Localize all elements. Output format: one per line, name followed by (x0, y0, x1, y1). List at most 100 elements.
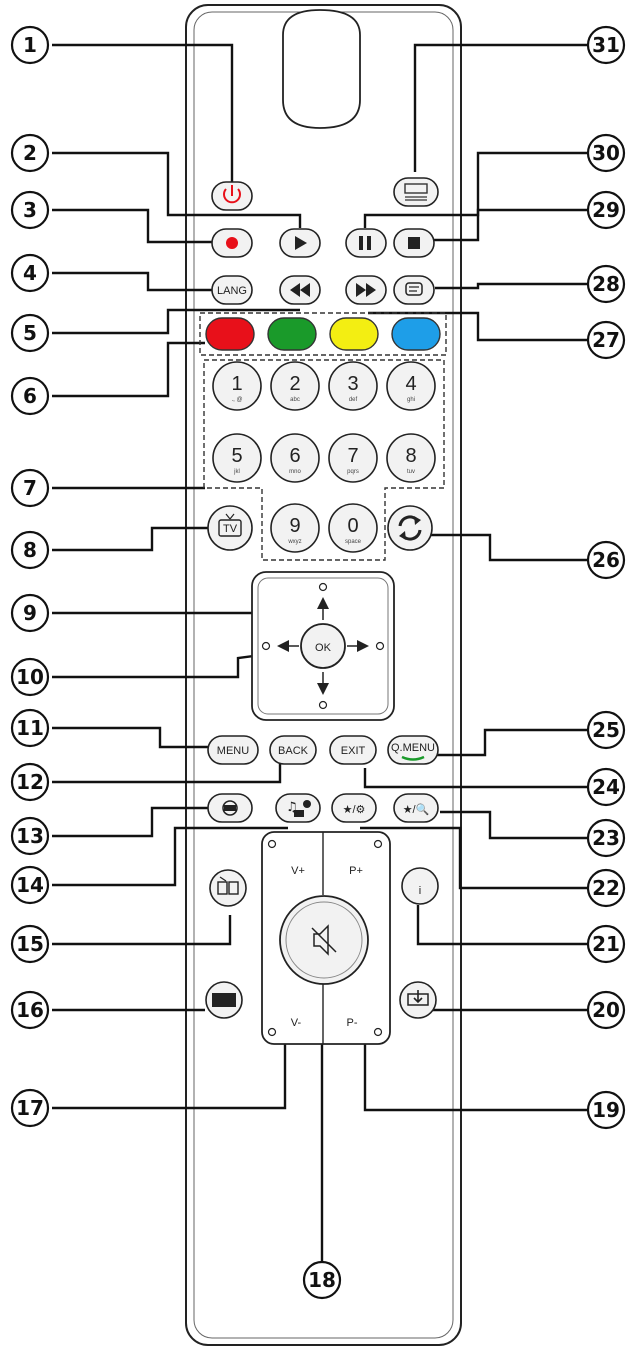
mute-button[interactable] (279, 895, 369, 985)
left-arrow-button[interactable] (261, 640, 300, 652)
callout-20: 20 (586, 990, 626, 1030)
tv-button[interactable]: TV (207, 505, 253, 551)
screen-mode-icon (212, 993, 236, 1007)
number-key-digit: 0 (347, 515, 358, 537)
number-key-digit: 5 (231, 445, 242, 467)
leader-lines (52, 43, 588, 1265)
callout-8: 8 (10, 530, 50, 570)
favorite-search-button[interactable]: ★/🔍 (393, 793, 439, 823)
number-key-digit: 6 (289, 445, 300, 467)
source-button[interactable] (399, 981, 437, 1019)
text-teletext-button[interactable] (209, 869, 247, 907)
pause-button[interactable] (345, 228, 387, 258)
number-key-letters: jkl (233, 469, 240, 475)
favorite-search-label: ★/🔍 (403, 802, 430, 816)
program-up-button[interactable]: P+ (349, 865, 363, 877)
epg-button[interactable] (207, 793, 253, 823)
fast-forward-button[interactable] (345, 275, 387, 305)
up-arrow-button[interactable] (317, 582, 329, 621)
tv-label: TV (223, 523, 238, 535)
back-button[interactable]: BACK (269, 735, 317, 765)
number-key-letters: abc (290, 397, 300, 403)
down-arrow-icon (317, 683, 329, 695)
callout-26: 26 (586, 540, 626, 580)
lang-button[interactable]: LANG (211, 275, 253, 305)
callout-12: 12 (10, 762, 50, 802)
ok-button[interactable]: OK (300, 623, 346, 669)
callout-4: 4 (10, 253, 50, 293)
svg-text:15: 15 (16, 932, 44, 956)
svg-text:12: 12 (16, 770, 44, 794)
callout-14: 14 (10, 865, 50, 905)
swap-button[interactable] (387, 505, 433, 551)
svg-text:17: 17 (16, 1096, 44, 1120)
callout-18: 18 (302, 1260, 342, 1300)
fast-forward-icon (356, 283, 376, 297)
qmenu-label: Q.MENU (391, 742, 435, 754)
right-arrow-icon (357, 640, 369, 652)
callout-10: 10 (10, 657, 50, 697)
svg-text:25: 25 (592, 718, 620, 742)
svg-text:31: 31 (592, 33, 620, 57)
callout-11: 11 (10, 708, 50, 748)
favorite-settings-button[interactable]: ★/⚙ (331, 793, 377, 823)
pause-icon (359, 236, 371, 250)
callout-5: 5 (10, 313, 50, 353)
rewind-button[interactable] (279, 275, 321, 305)
number-key-2[interactable]: 2 abc (270, 361, 320, 411)
media-browser-button[interactable] (393, 177, 439, 207)
number-key-digit: 9 (289, 515, 300, 537)
exit-button[interactable]: EXIT (329, 735, 377, 765)
number-key-letters: pqrs (347, 469, 359, 475)
info-button[interactable]: i (401, 867, 439, 905)
media-photo-button[interactable]: ♫ (275, 793, 321, 823)
volume-up-button[interactable]: V+ (291, 865, 305, 877)
yellow-key[interactable] (329, 317, 379, 351)
callout-15: 15 (10, 924, 50, 964)
callout-13: 13 (10, 816, 50, 856)
svg-text:23: 23 (592, 826, 620, 850)
callout-17: 17 (10, 1088, 50, 1128)
power-button[interactable] (211, 181, 253, 211)
green-key[interactable] (267, 317, 317, 351)
info-label: i (419, 885, 421, 897)
epg-icon (222, 800, 238, 816)
number-key-0[interactable]: 0 space (328, 503, 378, 553)
number-key-1[interactable]: 1., @ (212, 361, 262, 411)
menu-button[interactable]: MENU (207, 735, 259, 765)
number-key-digit: 2 (289, 373, 300, 395)
record-button[interactable] (211, 228, 253, 258)
navigation-pad-inner (257, 577, 389, 715)
stop-button[interactable] (393, 228, 435, 258)
play-button[interactable] (279, 228, 321, 258)
volume-down-button[interactable]: V- (291, 1017, 302, 1029)
blue-key[interactable] (391, 317, 441, 351)
program-down-button[interactable]: P- (347, 1017, 358, 1029)
qmenu-button[interactable]: Q.MENU (387, 735, 439, 765)
down-arrow-button[interactable] (317, 672, 329, 710)
red-key[interactable] (205, 317, 255, 351)
source-icon (407, 990, 429, 1006)
subtitle-button[interactable] (393, 275, 435, 305)
right-arrow-button[interactable] (347, 640, 385, 652)
callout-2: 2 (10, 133, 50, 173)
number-key-letters: def (349, 397, 358, 403)
ir-window (282, 9, 361, 129)
media-browser-icon (404, 183, 428, 201)
power-icon (223, 185, 241, 204)
menu-label: MENU (217, 745, 249, 757)
callout-16: 16 (10, 990, 50, 1030)
screen-mode-button[interactable] (205, 981, 243, 1019)
number-key-5[interactable]: 5 jkl (212, 433, 262, 483)
svg-text:13: 13 (16, 824, 44, 848)
number-key-letters: space (345, 539, 362, 545)
subtitle-icon (405, 282, 423, 296)
number-key-digit: 1 (231, 373, 242, 395)
